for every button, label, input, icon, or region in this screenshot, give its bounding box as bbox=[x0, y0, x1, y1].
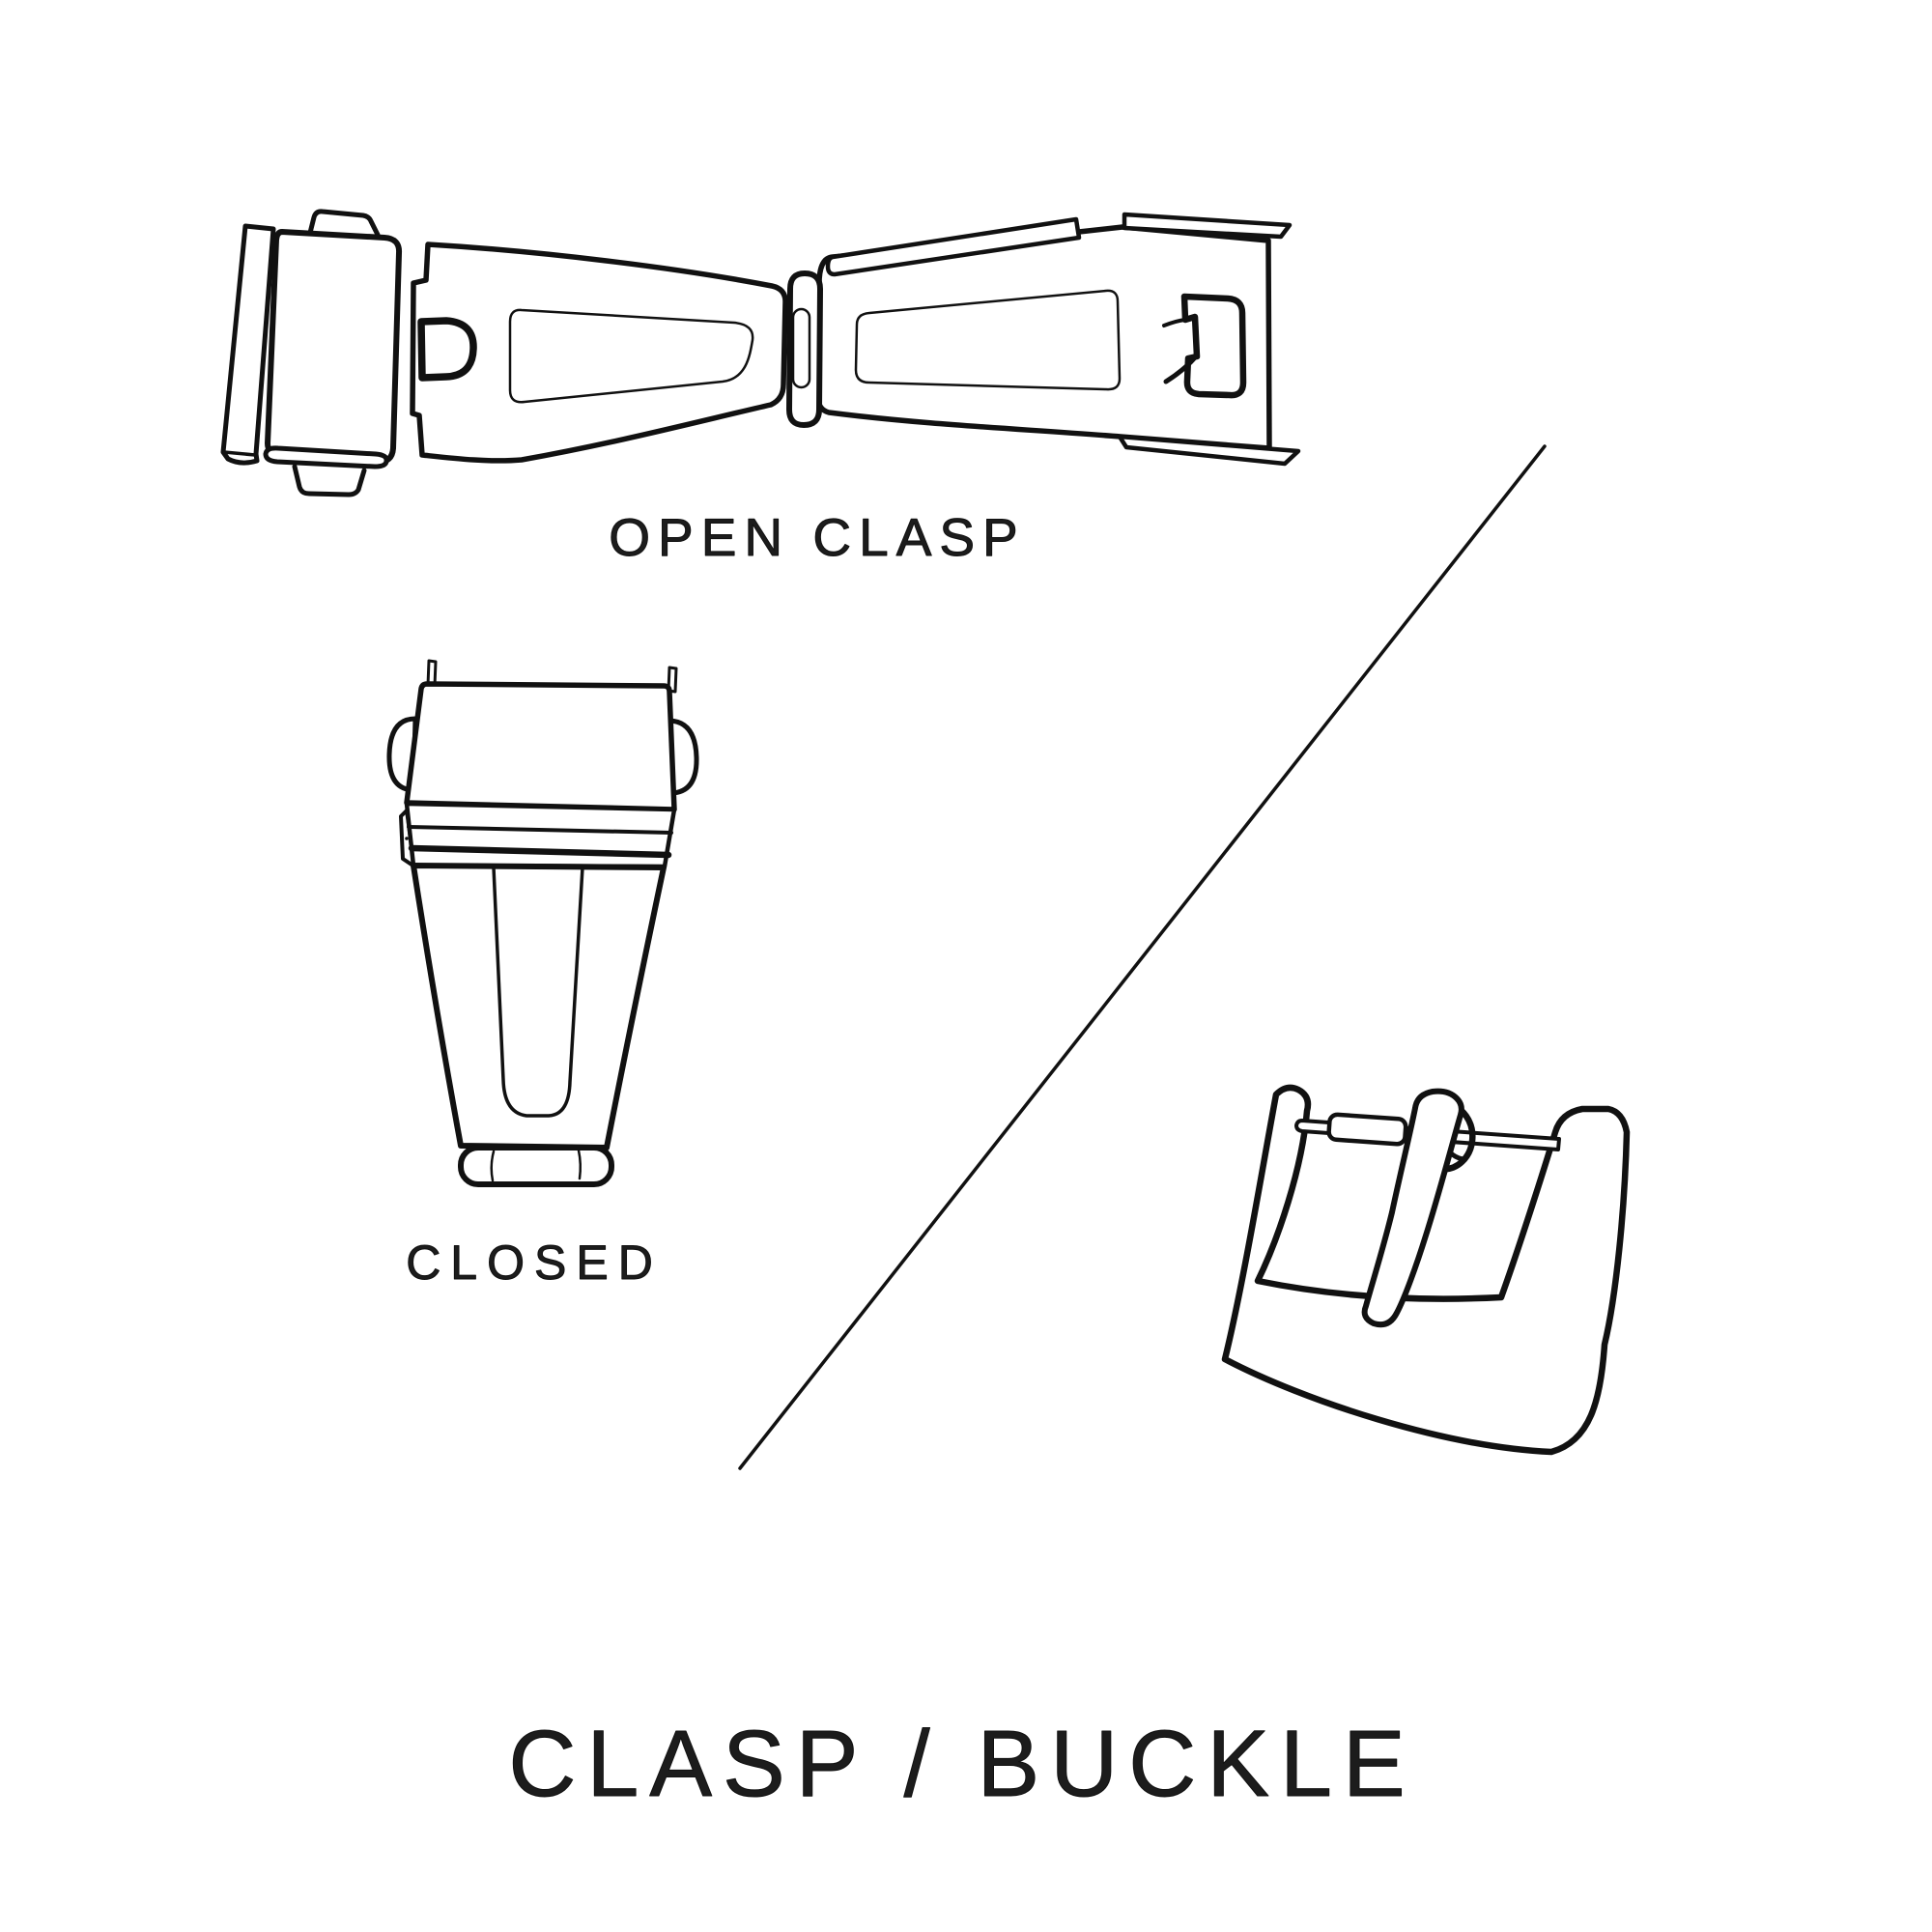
svg-text:CLASP / BUCKLE: CLASP / BUCKLE bbox=[508, 1711, 1415, 1816]
svg-text:OPEN CLASP: OPEN CLASP bbox=[609, 507, 1026, 567]
svg-text:CLOSED: CLOSED bbox=[406, 1236, 663, 1290]
